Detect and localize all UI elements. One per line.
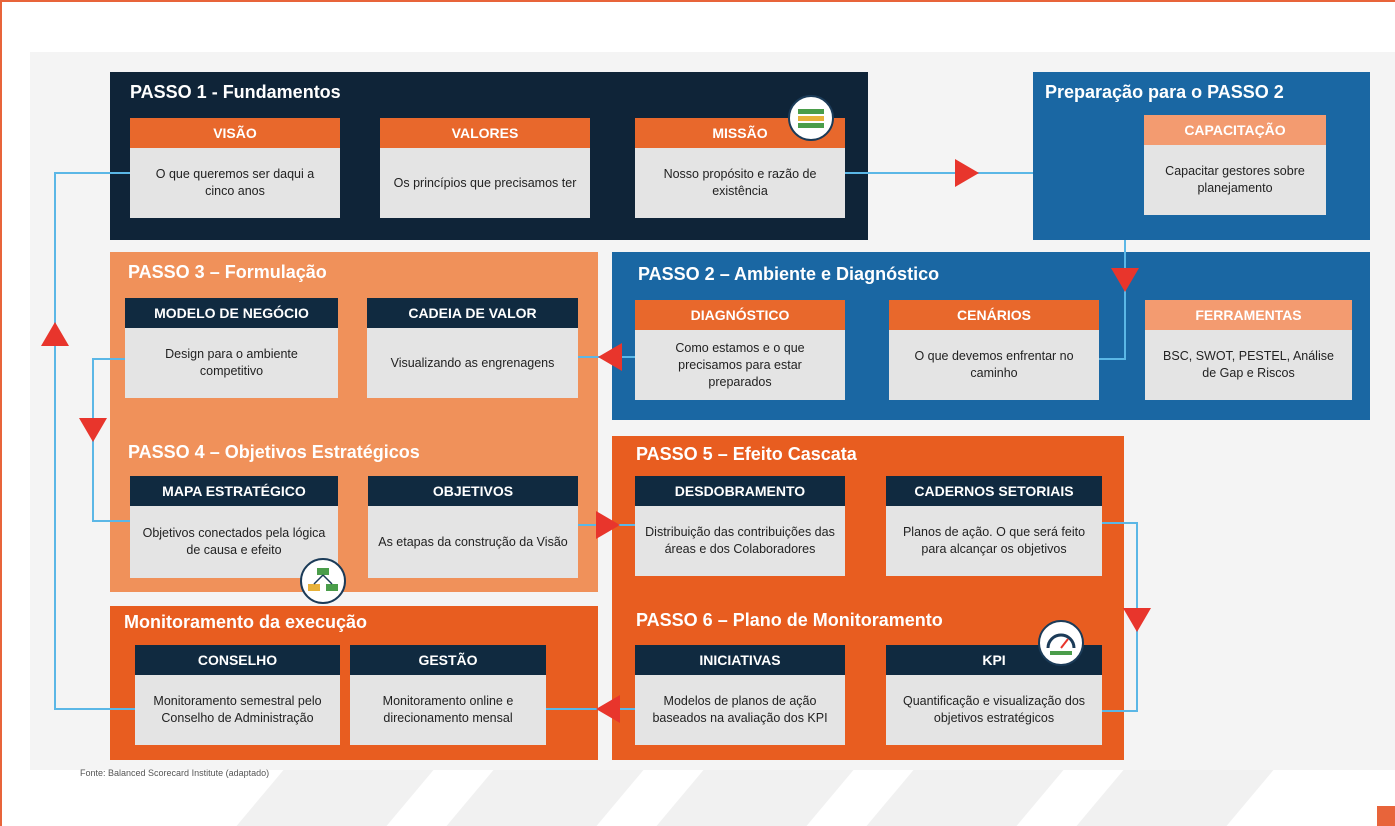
card-head: CAPACITAÇÃO (1144, 115, 1326, 145)
card-mapa-estrategico: MAPA ESTRATÉGICO Objetivos conectados pe… (130, 476, 338, 578)
connector-line (1102, 522, 1138, 524)
card-body: Monitoramento semestral pelo Conselho de… (135, 675, 340, 745)
card-cadeia-valor: CADEIA DE VALOR Visualizando as engrenag… (367, 298, 578, 398)
layers-icon (788, 95, 834, 141)
card-body: O que queremos ser daqui a cinco anos (130, 148, 340, 218)
connector-line (1099, 358, 1126, 360)
card-desdobramento: DESDOBRAMENTO Distribuição das contribui… (635, 476, 845, 576)
connector-line (845, 172, 1033, 174)
connector-line (54, 172, 56, 710)
card-body: Design para o ambiente competitivo (125, 328, 338, 398)
card-head: GESTÃO (350, 645, 546, 675)
card-head: VALORES (380, 118, 590, 148)
card-body: As etapas da construção da Visão (368, 506, 578, 578)
card-valores: VALORES Os princípios que precisamos ter (380, 118, 590, 218)
card-body: Planos de ação. O que será feito para al… (886, 506, 1102, 576)
arrow-left-icon (596, 695, 620, 723)
card-body: Distribuição das contribuições das áreas… (635, 506, 845, 576)
passo3-title: PASSO 3 – Formulação (128, 262, 327, 282)
connector-line (54, 172, 130, 174)
card-head: FERRAMENTAS (1145, 300, 1352, 330)
card-head: OBJETIVOS (368, 476, 578, 506)
card-iniciativas: INICIATIVAS Modelos de planos de ação ba… (635, 645, 845, 745)
card-body: Visualizando as engrenagens (367, 328, 578, 398)
passo5-title: PASSO 5 – Efeito Cascata (636, 444, 857, 464)
card-visao: VISÃO O que queremos ser daqui a cinco a… (130, 118, 340, 218)
card-cenarios: CENÁRIOS O que devemos enfrentar no cami… (889, 300, 1099, 400)
card-head: MODELO DE NEGÓCIO (125, 298, 338, 328)
card-body: Os princípios que precisamos ter (380, 148, 590, 218)
card-body: Objetivos conectados pela lógica de caus… (130, 506, 338, 578)
card-head: CADERNOS SETORIAIS (886, 476, 1102, 506)
card-head: CENÁRIOS (889, 300, 1099, 330)
card-body: Monitoramento online e direcionamento me… (350, 675, 546, 745)
card-diagnostico: DIAGNÓSTICO Como estamos e o que precisa… (635, 300, 845, 400)
card-body: Capacitar gestores sobre planejamento (1144, 145, 1326, 215)
card-head: CONSELHO (135, 645, 340, 675)
corner-accent (1377, 806, 1395, 826)
arrow-right-icon (955, 159, 979, 187)
source-caption: Fonte: Balanced Scorecard Institute (ada… (80, 768, 270, 778)
connector-line (92, 358, 125, 360)
connector-line (546, 708, 635, 710)
arrow-left-icon (598, 343, 622, 371)
monitor-title: Monitoramento da execução (124, 612, 368, 632)
card-body: Modelos de planos de ação baseados na av… (635, 675, 845, 745)
connector-line (1102, 710, 1138, 712)
connector-line (1124, 240, 1126, 360)
card-body: O que devemos enfrentar no caminho (889, 330, 1099, 400)
card-head: VISÃO (130, 118, 340, 148)
card-capacitacao: CAPACITAÇÃO Capacitar gestores sobre pla… (1144, 115, 1326, 215)
card-head: INICIATIVAS (635, 645, 845, 675)
card-body: Nosso propósito e razão de existência (635, 148, 845, 218)
connector-line (92, 520, 130, 522)
card-modelo-negocio: MODELO DE NEGÓCIO Design para o ambiente… (125, 298, 338, 398)
gauge-icon (1038, 620, 1084, 666)
connector-line (54, 708, 135, 710)
card-head: MAPA ESTRATÉGICO (130, 476, 338, 506)
card-missao: MISSÃO Nosso propósito e razão de existê… (635, 118, 845, 218)
card-ferramentas: FERRAMENTAS BSC, SWOT, PESTEL, Análise d… (1145, 300, 1352, 400)
passo6-title: PASSO 6 – Plano de Monitoramento (636, 610, 943, 630)
card-gestao: GESTÃO Monitoramento online e direcionam… (350, 645, 546, 745)
arrow-down-icon (1111, 268, 1139, 292)
passo4-title: PASSO 4 – Objetivos Estratégicos (128, 442, 420, 462)
card-objetivos: OBJETIVOS As etapas da construção da Vis… (368, 476, 578, 578)
card-head: DESDOBRAMENTO (635, 476, 845, 506)
card-cadernos-setoriais: CADERNOS SETORIAIS Planos de ação. O que… (886, 476, 1102, 576)
card-conselho: CONSELHO Monitoramento semestral pelo Co… (135, 645, 340, 745)
card-body: BSC, SWOT, PESTEL, Análise de Gap e Risc… (1145, 330, 1352, 400)
arrow-down-icon (1123, 608, 1151, 632)
prep-title: Preparação para o PASSO 2 (1045, 82, 1284, 102)
passo1-title: PASSO 1 - Fundamentos (130, 82, 341, 102)
arrow-down-icon (79, 418, 107, 442)
card-head: CADEIA DE VALOR (367, 298, 578, 328)
arrow-up-icon (41, 322, 69, 346)
card-head: DIAGNÓSTICO (635, 300, 845, 330)
arrow-right-icon (596, 511, 620, 539)
card-body: Quantificação e visualização dos objetiv… (886, 675, 1102, 745)
card-body: Como estamos e o que precisamos para est… (635, 330, 845, 400)
passo2-title: PASSO 2 – Ambiente e Diagnóstico (638, 264, 940, 284)
network-icon (300, 558, 346, 604)
